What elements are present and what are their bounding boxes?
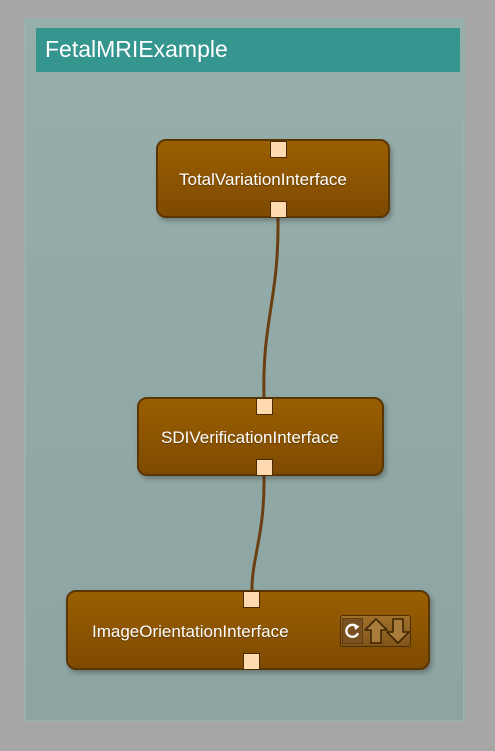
node-image-orientation-input-port[interactable] bbox=[243, 591, 260, 608]
link-sdi-verification-to-image-orientation[interactable] bbox=[250, 474, 266, 594]
node-image-orientation-output-port[interactable] bbox=[243, 653, 260, 670]
node-total-variation-input-port[interactable] bbox=[270, 141, 287, 158]
node-sdi-verification-label: SDIVerificationInterface bbox=[161, 428, 339, 447]
workflow-title-bar: FetalMRIExample bbox=[36, 28, 460, 72]
node-sdi-verification-output-port[interactable] bbox=[256, 459, 273, 476]
node-image-orientation-label: ImageOrientationInterface bbox=[92, 622, 289, 641]
link-total-variation-to-sdi-verification[interactable] bbox=[262, 216, 280, 400]
node-sdi-verification-input-port[interactable] bbox=[256, 398, 273, 415]
node-image-orientation-controls bbox=[340, 615, 411, 647]
workflow-title: FetalMRIExample bbox=[45, 36, 228, 62]
node-total-variation-output-port[interactable] bbox=[270, 201, 287, 218]
node-total-variation-label: TotalVariationInterface bbox=[179, 170, 347, 189]
swap-up-down-icon[interactable] bbox=[364, 617, 410, 645]
reset-icon[interactable] bbox=[342, 618, 363, 644]
